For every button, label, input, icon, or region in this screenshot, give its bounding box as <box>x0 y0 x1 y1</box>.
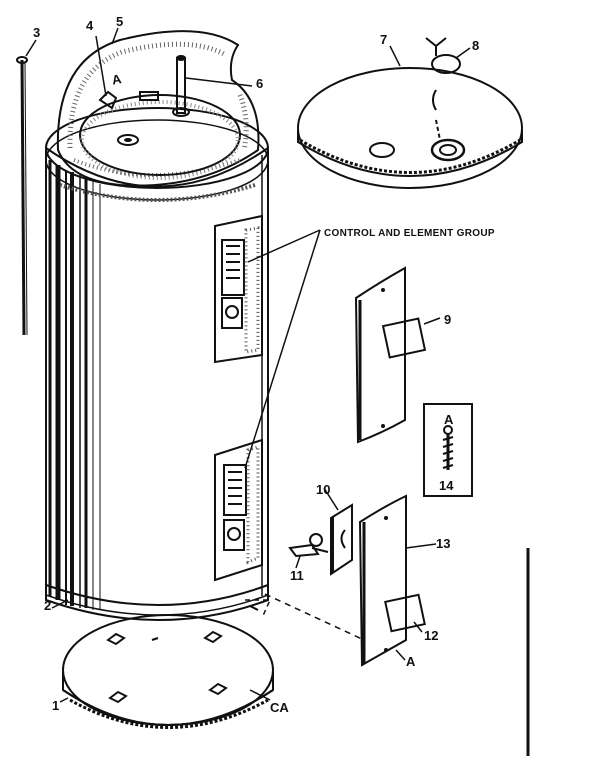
callout-leaders <box>244 229 321 469</box>
part-8-fitting <box>425 37 461 74</box>
label-part-14-letter: A <box>444 412 454 427</box>
part-3-anode-rod <box>16 56 28 336</box>
label-part-3: 3 <box>33 25 40 40</box>
part-4-tank-top <box>79 90 241 180</box>
label-part-2: 2 <box>44 598 51 613</box>
label-part-11: 11 <box>290 568 304 583</box>
label-part-10: 10 <box>316 482 330 497</box>
part-13-lower-access-cover <box>358 494 426 667</box>
label-part-13: 13 <box>436 536 450 551</box>
part-11-clip <box>288 533 329 558</box>
label-ca: CA <box>270 700 289 715</box>
label-part-6: 6 <box>256 76 263 91</box>
number-leader-lines <box>25 27 471 703</box>
part-9-upper-access-cover <box>354 266 441 444</box>
lower-element-control-panel <box>214 438 263 582</box>
label-part-1: 1 <box>52 698 59 713</box>
label-part-8: 8 <box>472 38 479 53</box>
label-part-7: 7 <box>380 32 387 47</box>
label-part-5: 5 <box>116 14 123 29</box>
part-1-base-pan <box>62 599 274 729</box>
upper-element-control-panel <box>214 214 263 364</box>
label-part-4: 4 <box>86 18 94 33</box>
label-a-lower-cover: A <box>406 654 416 669</box>
label-control-element-group: CONTROL AND ELEMENT GROUP <box>324 228 495 239</box>
part-6-dip-tube <box>172 55 190 117</box>
part-14-screw-box <box>423 403 473 497</box>
part-10-thermostat-cover <box>330 503 353 576</box>
label-part-14: 14 <box>439 478 454 493</box>
part-5-insulation <box>56 30 260 187</box>
dashed-leaders <box>264 593 365 641</box>
part-labels: 3 4 5 6 7 8 9 A 14 10 11 13 12 A 2 1 CA … <box>33 14 495 715</box>
label-part-9: 9 <box>444 312 451 327</box>
part-7-top-cover <box>297 67 523 189</box>
label-part-12: 12 <box>424 628 438 643</box>
label-a-panel: A <box>111 71 123 88</box>
